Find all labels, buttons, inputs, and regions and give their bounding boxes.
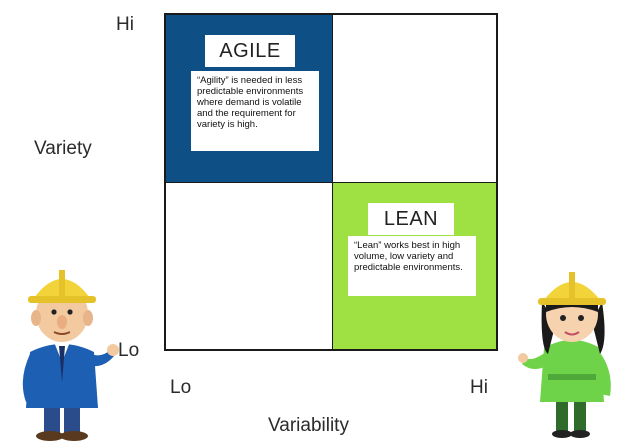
empty-quadrant-bottom-left — [166, 183, 333, 349]
y-axis-hi-label: Hi — [116, 14, 134, 35]
x-axis-title: Variability — [268, 415, 349, 436]
agile-quadrant: AGILE “Agility” is needed in less predic… — [166, 15, 333, 183]
x-axis-hi-label: Hi — [470, 377, 488, 398]
man-in-hard-hat-icon — [22, 270, 119, 441]
agile-title: AGILE — [205, 35, 295, 67]
woman-in-hard-hat-icon — [518, 272, 611, 438]
x-axis-lo-label: Lo — [170, 377, 192, 398]
y-axis-title: Variety — [34, 138, 92, 159]
y-axis-lo-label: Lo — [118, 340, 140, 361]
quadrant-grid: AGILE “Agility” is needed in less predic… — [164, 13, 498, 351]
agile-description: “Agility” is needed in less predictable … — [191, 71, 319, 151]
lean-title: LEAN — [368, 203, 454, 235]
lean-description: “Lean” works best in high volume, low va… — [348, 236, 476, 296]
empty-quadrant-top-right — [333, 15, 496, 183]
lean-quadrant: LEAN “Lean” works best in high volume, l… — [333, 183, 496, 349]
